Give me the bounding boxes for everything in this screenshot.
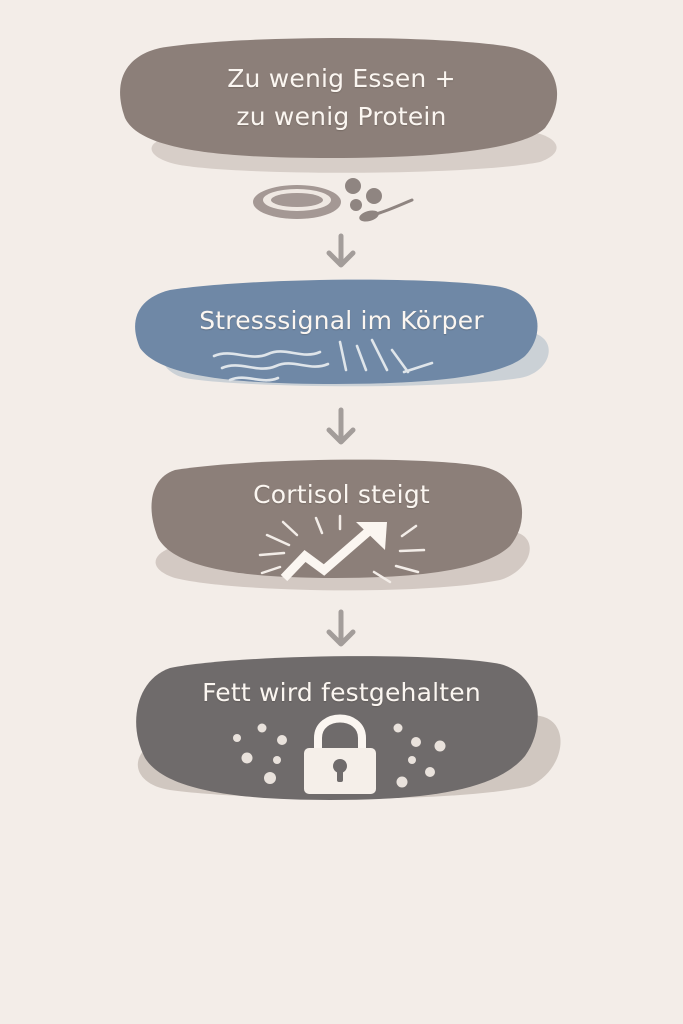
step-1-line-2: zu wenig Protein <box>236 102 447 131</box>
step-4-label: Fett wird festgehalten <box>202 678 481 707</box>
stress-waves-icon <box>212 338 434 382</box>
step-1-shape <box>120 37 558 173</box>
flow-arrow-2 <box>326 407 356 445</box>
step-1-label: Zu wenig Essen + zu wenig Protein <box>0 60 683 136</box>
step-1-line-1: Zu wenig Essen + <box>227 64 456 93</box>
step-2-label: Stresssignal im Körper <box>199 306 484 335</box>
padlock-icon <box>233 714 446 794</box>
step-3-label: Cortisol steigt <box>253 480 430 509</box>
plate-and-spoon-icon <box>253 178 414 222</box>
flow-arrow-3 <box>326 609 356 647</box>
step-2-shape <box>135 279 549 387</box>
flow-arrow-1 <box>326 233 356 268</box>
rising-arrow-icon <box>258 514 426 584</box>
